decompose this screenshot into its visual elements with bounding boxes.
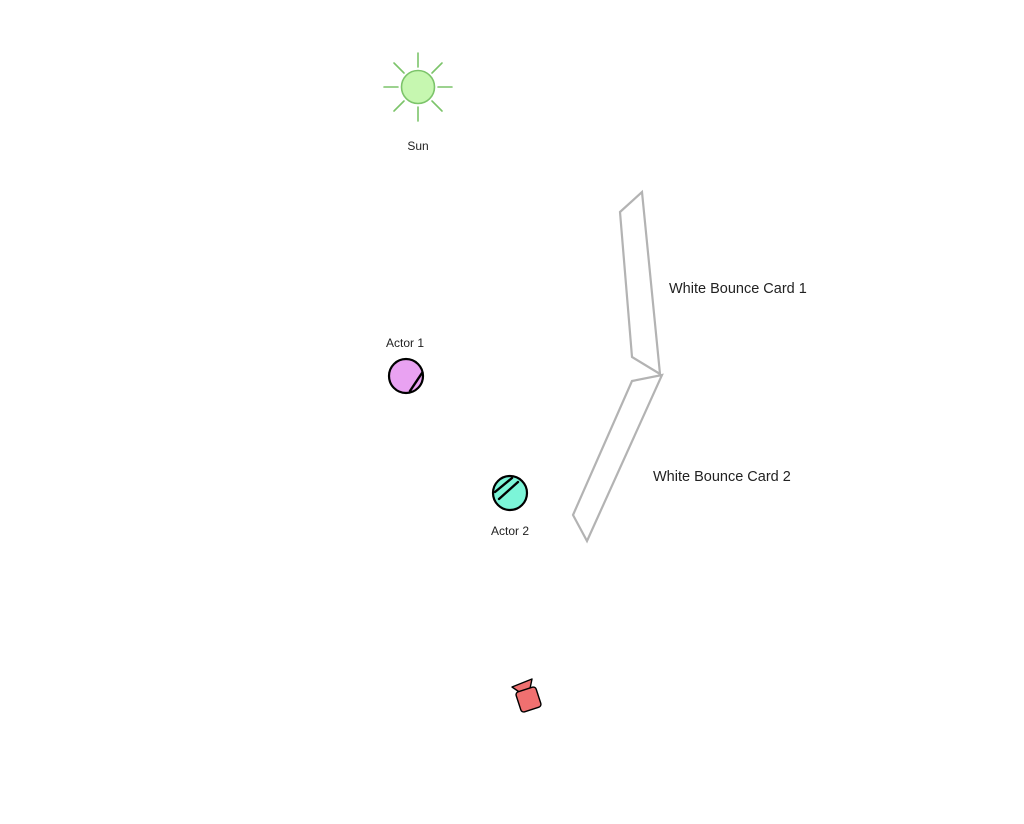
actor-1-label: Actor 1: [386, 336, 424, 350]
sun-disc: [400, 69, 436, 105]
sun-rays: [383, 52, 453, 122]
actor-2-icon: [491, 474, 529, 512]
actor-2-label: Actor 2: [491, 524, 529, 538]
camera-body: [515, 686, 542, 713]
bounce-card-1-shape: [618, 189, 662, 377]
bounce-card-1-label: White Bounce Card 1: [669, 281, 807, 297]
sun-icon: [383, 52, 453, 122]
camera-icon: [511, 678, 542, 713]
actor-1-icon: [387, 357, 425, 395]
bounce-card-2-shape: [571, 373, 664, 544]
bounce-card-2-label: White Bounce Card 2: [653, 469, 791, 485]
sun-label: Sun: [407, 139, 428, 153]
